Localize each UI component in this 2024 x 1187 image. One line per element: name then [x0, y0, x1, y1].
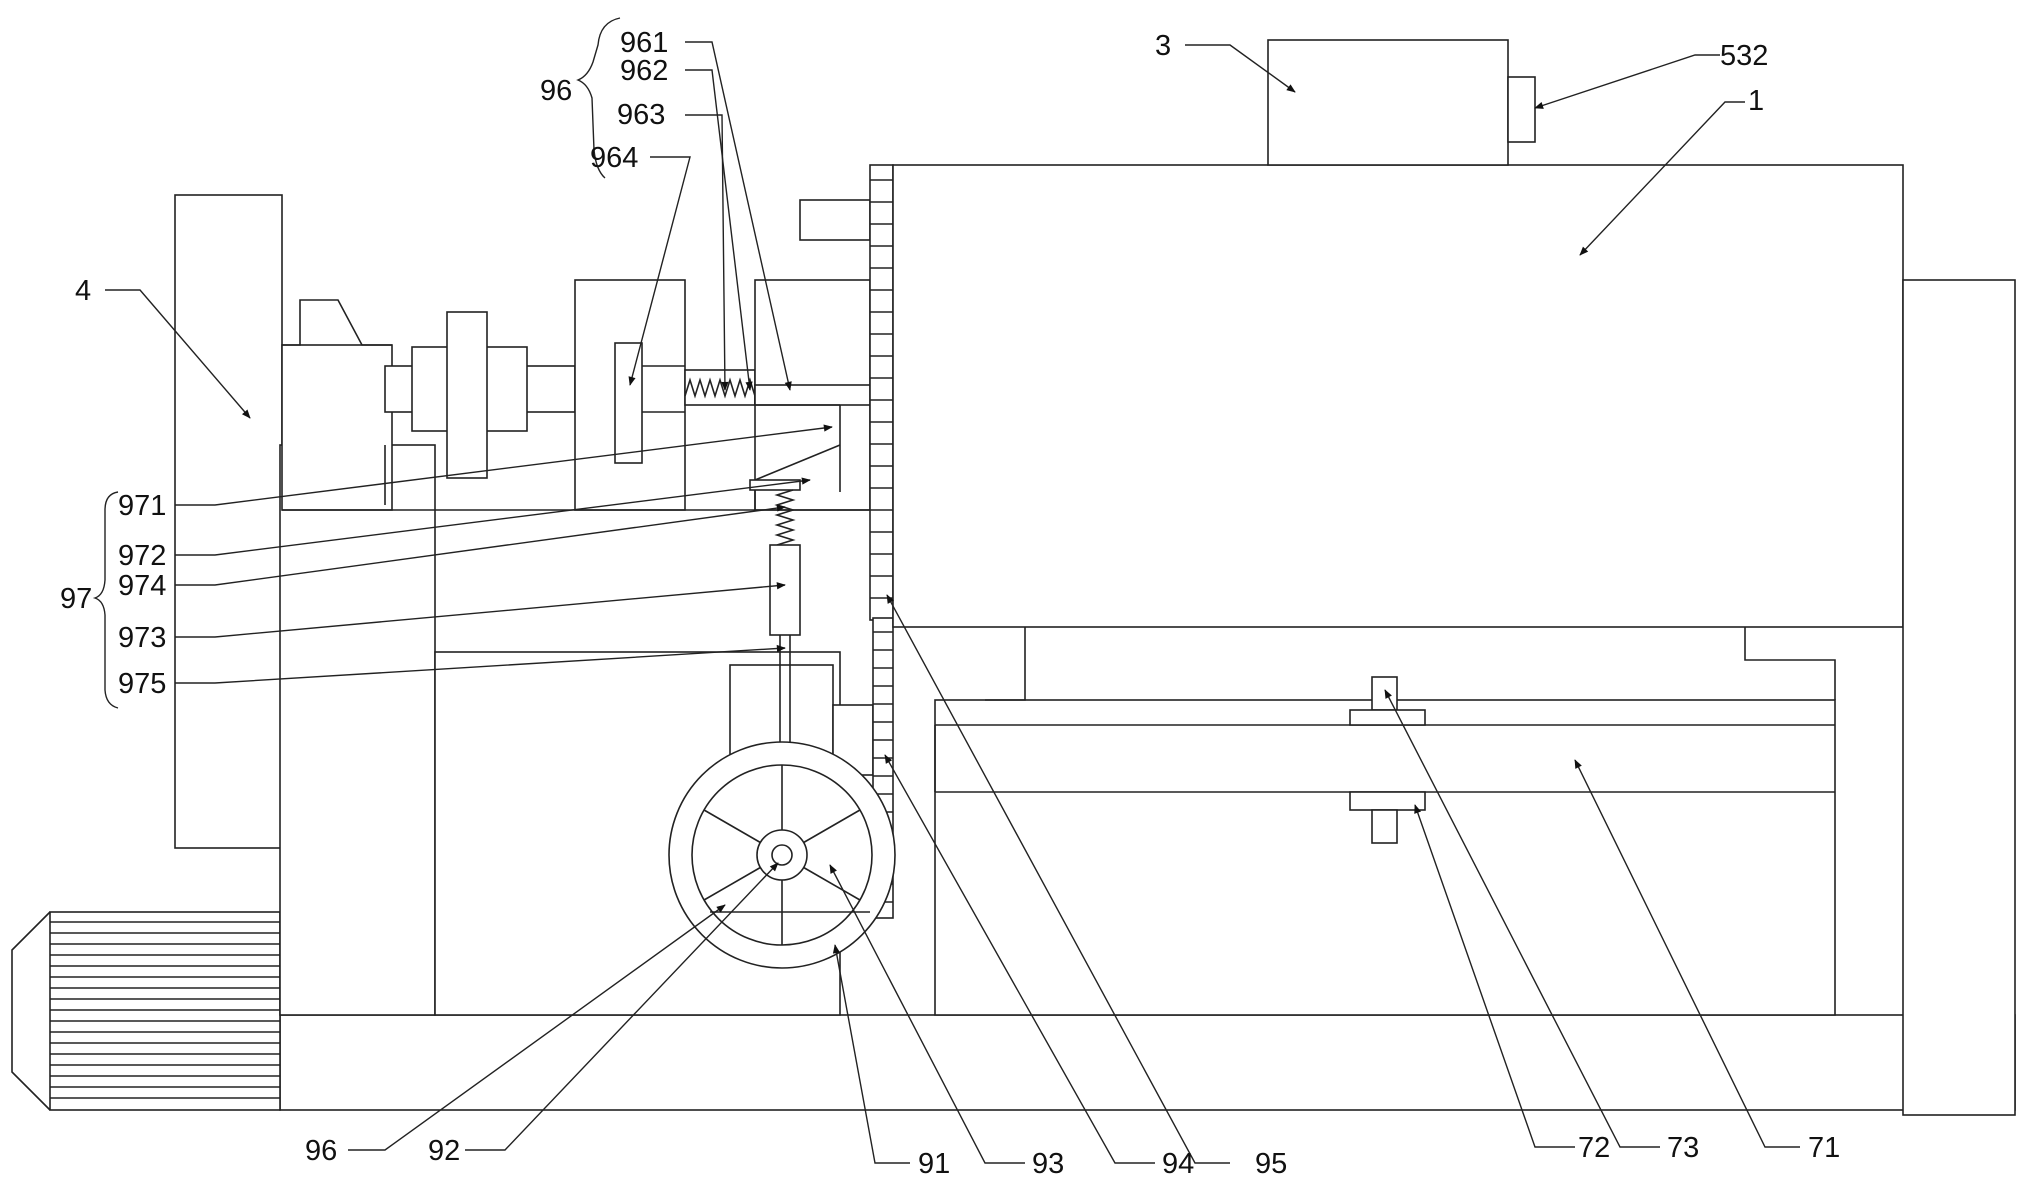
label-974: 974 — [118, 570, 166, 602]
main-box-1 — [892, 164, 1904, 628]
label-94: 94 — [1162, 1148, 1194, 1180]
main-box-leg-right — [1744, 627, 1836, 700]
handwheel-91 — [668, 741, 896, 969]
wheel-spoke — [803, 866, 861, 901]
label-973: 973 — [118, 622, 166, 654]
end-plate-4 — [174, 194, 283, 849]
coupling-disc — [446, 311, 488, 479]
top-lug — [799, 199, 871, 241]
main-box-leg-left — [985, 627, 1026, 701]
brace-96 — [576, 17, 621, 179]
wheel-spoke — [703, 866, 761, 901]
label-71: 71 — [1808, 1132, 1840, 1164]
label-963: 963 — [617, 99, 665, 131]
label-91: 91 — [918, 1148, 950, 1180]
brace-97 — [92, 491, 119, 709]
label-93: 93 — [1032, 1148, 1064, 1180]
label-1: 1 — [1748, 85, 1764, 117]
label-4: 4 — [75, 275, 91, 307]
label-73: 73 — [1667, 1132, 1699, 1164]
wheel-spoke — [703, 809, 761, 844]
label-72: 72 — [1578, 1132, 1610, 1164]
spring-962 — [684, 377, 756, 399]
label-961: 961 — [620, 27, 668, 59]
label-92: 92 — [428, 1135, 460, 1167]
label-532: 532 — [1720, 40, 1768, 72]
main-box-side-extension — [1902, 279, 2016, 1116]
leader-lines — [105, 41, 1800, 1164]
wedge-971 — [754, 444, 841, 481]
top-box-3 — [1267, 39, 1509, 166]
spring-974 — [774, 489, 796, 546]
right-frame — [934, 699, 1836, 1016]
label-97: 97 — [60, 583, 92, 615]
base-plate — [279, 1014, 2016, 1111]
label-964: 964 — [590, 142, 638, 174]
label-971: 971 — [118, 490, 166, 522]
spring-sleeve — [684, 369, 756, 406]
rack-body — [869, 164, 894, 621]
left-frame-column — [279, 444, 436, 1016]
cylinder-973 — [769, 544, 801, 636]
rack-95 — [869, 164, 894, 621]
connector-532 — [1507, 76, 1536, 143]
drive-motor — [11, 911, 281, 1111]
wheel-spoke — [803, 809, 861, 844]
shaft-housing — [281, 344, 393, 511]
label-95: 95 — [1255, 1148, 1287, 1180]
label-962: 962 — [620, 55, 668, 87]
label-96-top: 96 — [540, 75, 572, 107]
push-rod-961b — [754, 384, 871, 406]
label-3: 3 — [1155, 30, 1171, 62]
label-975: 975 — [118, 668, 166, 700]
clamp-bolt — [1349, 676, 1426, 844]
cam-plate-964 — [614, 342, 643, 464]
label-972: 972 — [118, 540, 166, 572]
label-96-bottom: 96 — [305, 1135, 337, 1167]
